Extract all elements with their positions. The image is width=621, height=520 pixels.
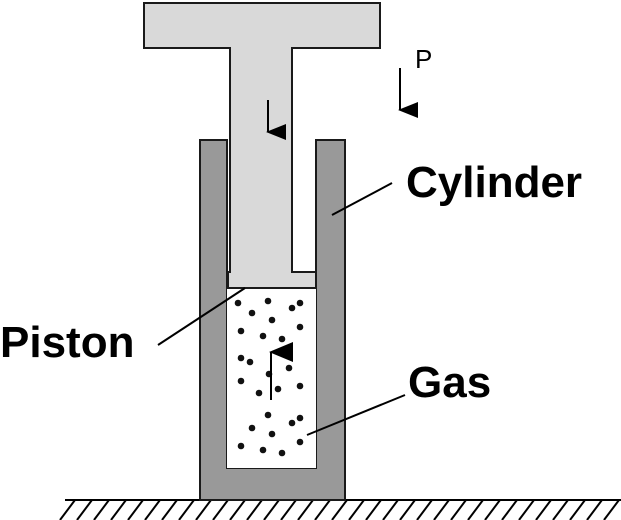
gas-molecule (264, 411, 272, 419)
ground-hatch (484, 499, 501, 520)
ground-hatch (552, 499, 569, 520)
gas-molecule (237, 377, 245, 385)
ground-hatch (178, 499, 195, 520)
gas-molecule (255, 389, 263, 397)
ground-hatch (297, 499, 314, 520)
gas-leader-line (306, 394, 406, 436)
ground-hatch (467, 499, 484, 520)
gas-molecule (296, 382, 304, 390)
ground-hatch (314, 499, 331, 520)
gas-molecule (246, 358, 254, 366)
ground (59, 499, 621, 520)
piston-label: Piston (0, 318, 135, 367)
gas-molecule (268, 316, 276, 324)
gas-molecule (248, 424, 256, 432)
gas-molecule (296, 299, 304, 307)
gas-molecule (278, 449, 286, 457)
ground-hatch (93, 499, 110, 520)
ground-hatch (110, 499, 127, 520)
gas-molecules (234, 297, 304, 457)
gas-molecule (248, 309, 256, 317)
gas-molecule (285, 364, 293, 372)
ground-hatch (450, 499, 467, 520)
cylinder-leader-line (331, 182, 393, 216)
ground-hatch (212, 499, 229, 520)
ground-hatch (586, 499, 603, 520)
gas-molecule (278, 335, 286, 343)
ground-hatch (569, 499, 586, 520)
gas-molecule (296, 323, 304, 331)
gas-molecule (237, 327, 245, 335)
ground-hatch (263, 499, 280, 520)
ground-hatch (348, 499, 365, 520)
ground-hatch (59, 499, 76, 520)
pressure-label: P (415, 44, 433, 74)
ground-hatch (501, 499, 518, 520)
ground-hatch (603, 499, 620, 520)
ground-hatch (331, 499, 348, 520)
cylinder-label: Cylinder (406, 158, 583, 207)
piston (143, 2, 381, 289)
ground-hatch (229, 499, 246, 520)
ground-hatch (144, 499, 161, 520)
gas-molecule (296, 438, 304, 446)
ground-hatch (416, 499, 433, 520)
gas-molecule (296, 414, 304, 422)
ground-hatch (433, 499, 450, 520)
ground-hatch (195, 499, 212, 520)
gas-molecule (274, 385, 282, 393)
gas-molecule (259, 446, 267, 454)
piston-leader-line (157, 287, 246, 346)
ground-hatch (399, 499, 416, 520)
gas-molecule (264, 297, 272, 305)
ground-hatch (280, 499, 297, 520)
ground-hatch (127, 499, 144, 520)
gas-molecule (288, 419, 296, 427)
ground-hatch (161, 499, 178, 520)
gas-molecule (288, 304, 296, 312)
ground-hatch (76, 499, 93, 520)
ground-hatch (518, 499, 535, 520)
ground-hatch (246, 499, 263, 520)
gas-molecule (268, 430, 276, 438)
gas-molecule (234, 299, 242, 307)
ground-hatch (365, 499, 382, 520)
gas-label: Gas (408, 358, 492, 407)
gas-molecule (259, 332, 267, 340)
gas-molecule (237, 354, 245, 362)
gas-molecule (237, 442, 245, 450)
ground-hatch (535, 499, 552, 520)
ground-hatch (382, 499, 399, 520)
